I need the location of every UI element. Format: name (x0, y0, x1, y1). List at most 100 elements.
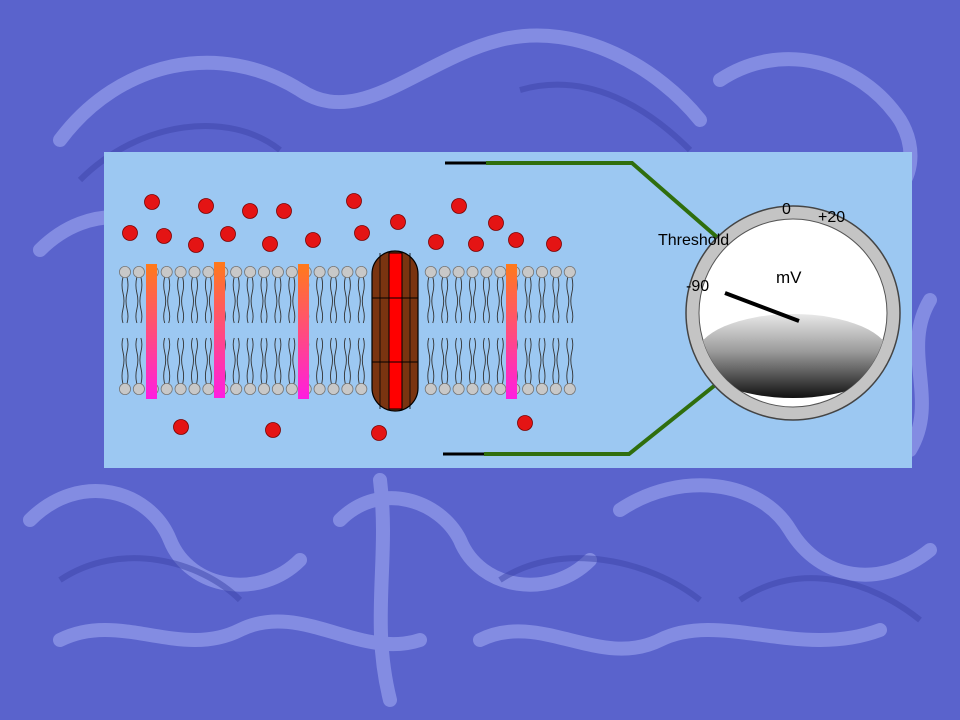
lipid-head (522, 265, 535, 278)
ion (122, 225, 138, 241)
ions (122, 193, 562, 441)
lipid-head (480, 382, 493, 395)
lipid-head (244, 382, 257, 395)
ion (346, 193, 362, 209)
lipid-head (230, 382, 243, 395)
lipid-head (160, 265, 173, 278)
meter-lower-shade (699, 314, 887, 398)
ion (508, 232, 524, 248)
lipid-head (549, 382, 562, 395)
lipid-head (271, 382, 284, 395)
phospholipid (466, 265, 479, 395)
lipid-head (466, 382, 479, 395)
lipid-head (355, 382, 368, 395)
meter-label-plus: +20 (818, 209, 845, 226)
phospholipid (536, 265, 549, 395)
lipid-head (480, 265, 493, 278)
lipid-head (174, 265, 187, 278)
phospholipid (174, 265, 187, 395)
meter-unit-label: mV (776, 268, 802, 287)
lipid-head (132, 265, 145, 278)
ion (546, 236, 562, 252)
membrane-protein (146, 264, 157, 399)
phospholipid (563, 265, 576, 395)
ion (354, 225, 370, 241)
lipid-head (202, 382, 215, 395)
top-wire (486, 161, 720, 240)
ion (144, 194, 160, 210)
phospholipid (494, 265, 507, 395)
lipid-head (202, 265, 215, 278)
ion (371, 425, 387, 441)
phospholipid (202, 265, 215, 395)
phospholipid (549, 265, 562, 395)
lipid-head (563, 382, 576, 395)
phospholipid (313, 265, 326, 395)
ion (468, 236, 484, 252)
lipid-head (536, 265, 549, 278)
ion (390, 214, 406, 230)
lipid-head (230, 265, 243, 278)
lipid-head (188, 382, 201, 395)
lipid-head (285, 265, 298, 278)
phospholipid (230, 265, 243, 395)
membrane-protein (214, 262, 225, 398)
lipid-head (313, 265, 326, 278)
membrane-diagram-panel: 0 +20 Threshold -90 mV (104, 152, 912, 468)
lipid-head (522, 382, 535, 395)
lipid-head (285, 382, 298, 395)
ion (242, 203, 258, 219)
lipid-head (174, 382, 187, 395)
ion (156, 228, 172, 244)
phospholipid (257, 265, 270, 395)
ion (262, 236, 278, 252)
ion (265, 422, 281, 438)
lipid-head (257, 382, 270, 395)
phospholipid (327, 265, 340, 395)
phospholipid (424, 265, 437, 395)
ion-channel (371, 250, 419, 412)
lipid-head (466, 265, 479, 278)
ion (488, 215, 504, 231)
phospholipid (244, 265, 257, 395)
ion (188, 237, 204, 253)
lipid-head (438, 382, 451, 395)
electrode-wires (443, 161, 720, 456)
lipid-head (452, 265, 465, 278)
phospholipid (271, 265, 284, 395)
meter-label-minus: -90 (686, 278, 709, 295)
voltmeter: 0 +20 Threshold -90 mV (658, 201, 901, 421)
phospholipid (132, 265, 145, 395)
meter-label-threshold: Threshold (658, 232, 729, 249)
phospholipid (438, 265, 451, 395)
lipid-head (494, 382, 507, 395)
meter-needle (724, 291, 800, 323)
lipid-head (452, 382, 465, 395)
ion (517, 415, 533, 431)
ion (428, 234, 444, 250)
lipid-head (424, 265, 437, 278)
lipid-head (536, 382, 549, 395)
phospholipid (341, 265, 354, 395)
meter-label-zero: 0 (782, 201, 791, 218)
phospholipid (188, 265, 201, 395)
lipid-head (549, 265, 562, 278)
lipid-head (119, 382, 132, 395)
lipid-head (188, 265, 201, 278)
lipid-head (341, 382, 354, 395)
ion (198, 198, 214, 214)
lipid-head (244, 265, 257, 278)
ion (173, 419, 189, 435)
phospholipid (160, 265, 173, 395)
membrane-protein (506, 264, 517, 399)
lipid-head (355, 265, 368, 278)
lipid-head (119, 265, 132, 278)
lipid-head (563, 265, 576, 278)
lipid-head (494, 265, 507, 278)
lipid-head (313, 382, 326, 395)
lipid-head (160, 382, 173, 395)
phospholipid (285, 265, 298, 395)
lipid-head (438, 265, 451, 278)
lipid-head (327, 265, 340, 278)
lipid-head (257, 265, 270, 278)
